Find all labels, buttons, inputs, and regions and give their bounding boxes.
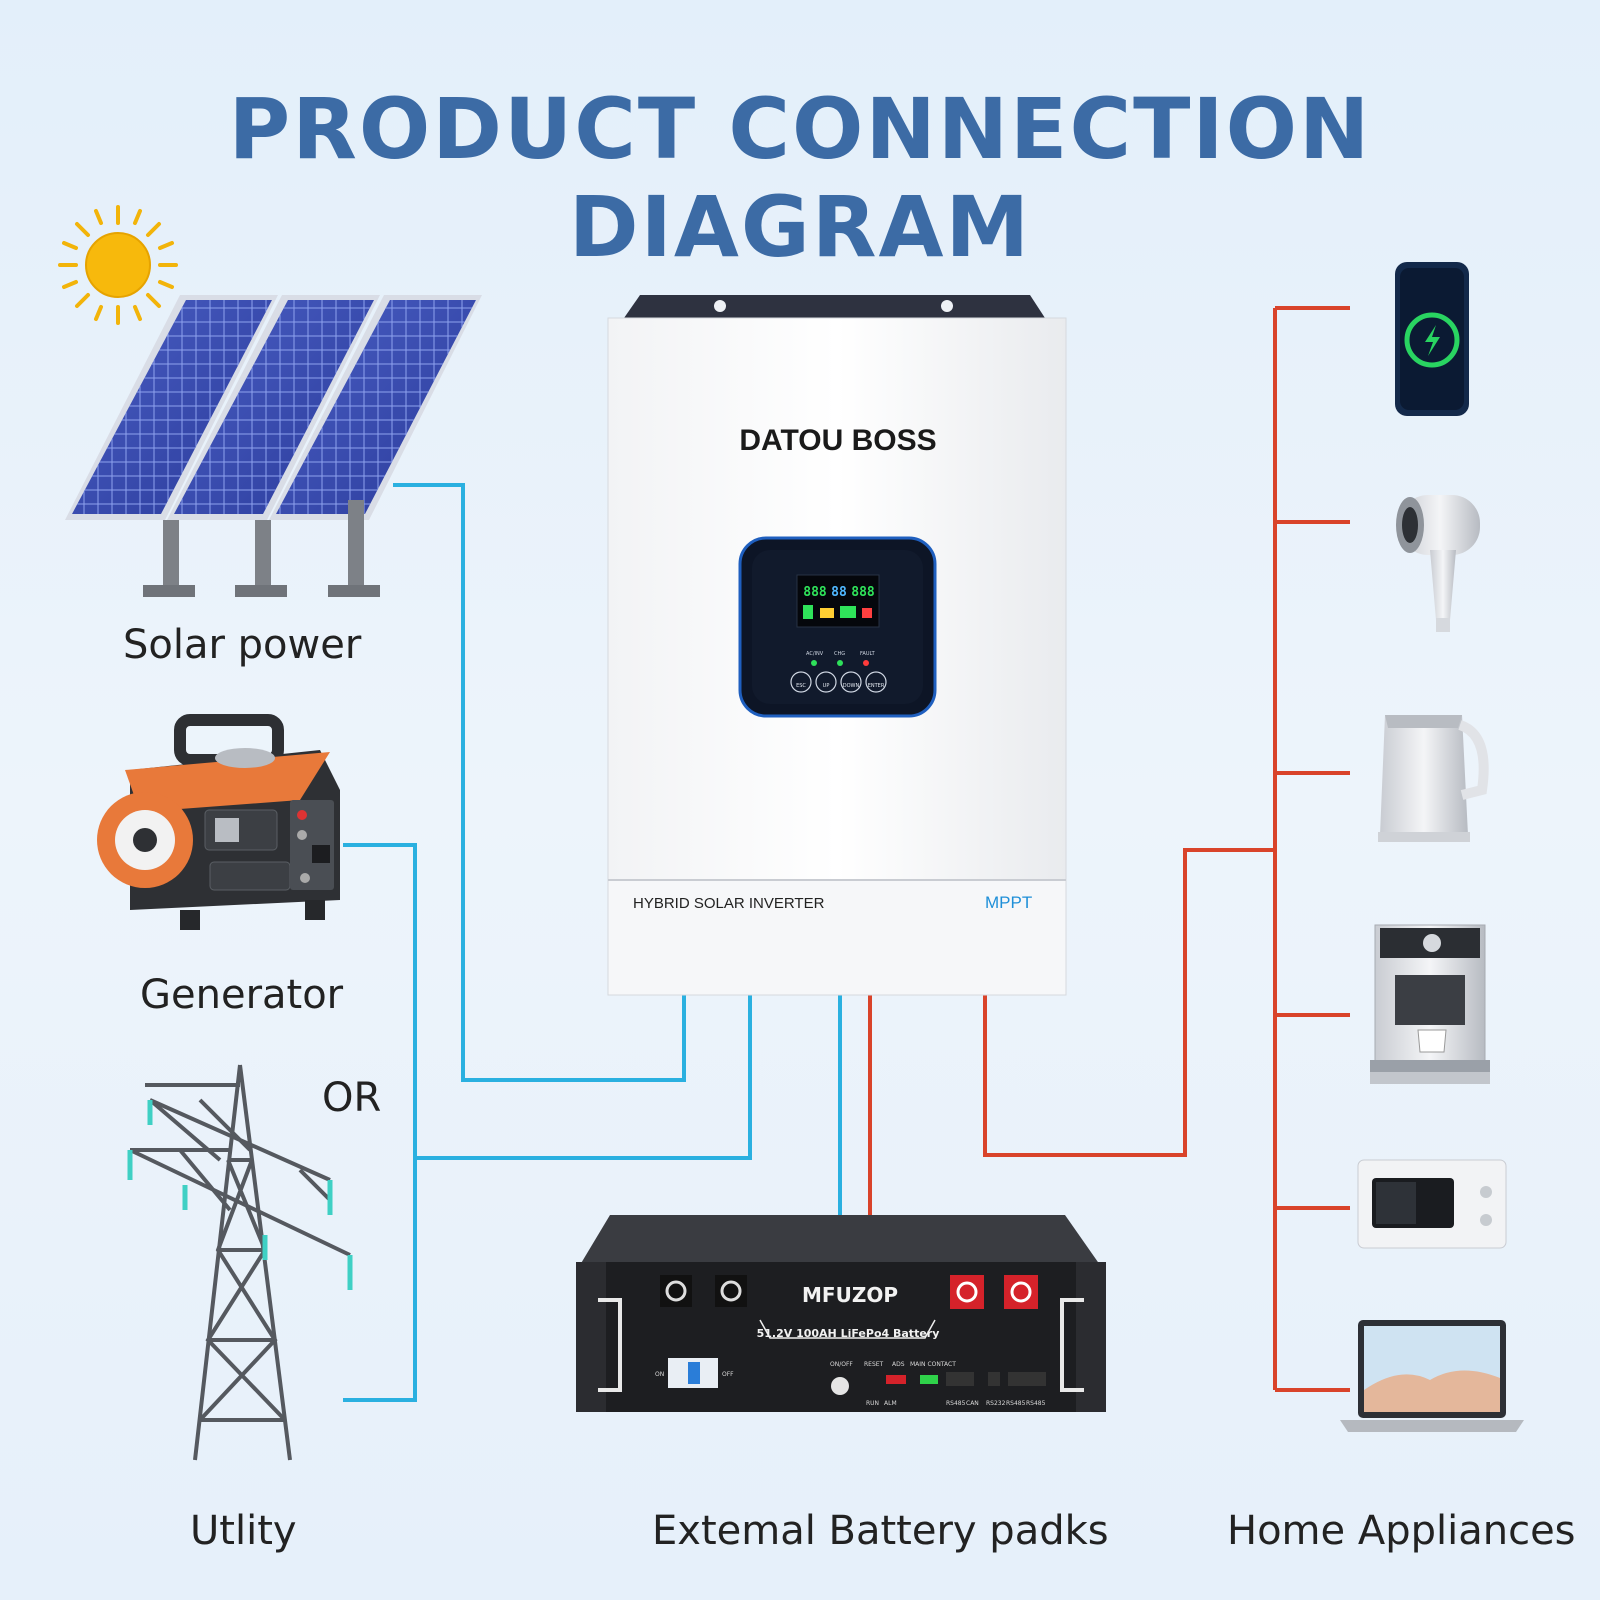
indicator-ac-inv: AC/INV xyxy=(806,651,824,657)
negative-terminals xyxy=(660,1275,747,1307)
inverter-unit: DATOU BOSS 888 88 888 AC/INV CHG FAULT E… xyxy=(607,295,1067,996)
generator-icon xyxy=(97,714,340,930)
breaker-off-label: OFF xyxy=(722,1371,734,1378)
grid-line xyxy=(415,995,752,1160)
ads-label: ADS xyxy=(892,1361,905,1368)
solar-panel xyxy=(269,295,482,597)
solar-panel xyxy=(65,295,278,597)
sun-icon xyxy=(58,205,178,325)
port-rs485b-label: RS485 xyxy=(1006,1400,1026,1407)
positive-terminals xyxy=(950,1275,1038,1309)
port-rs485-label: RS485 xyxy=(946,1400,966,1407)
onoff-label: ON/OFF xyxy=(830,1361,853,1368)
battery-caption: Extemal Battery padks xyxy=(652,1508,1109,1554)
laptop-icon xyxy=(1340,1320,1524,1432)
main-contact-label: MAIN CONTACT xyxy=(910,1361,956,1368)
inverter-model: HYBRID SOLAR INVERTER xyxy=(633,895,825,912)
lcd-digits-mid: 88 xyxy=(831,585,847,600)
battery-pack: MFUZOP 51.2V 100AH LiFePo4 Battery ON OF… xyxy=(576,1215,1106,1412)
led-fault xyxy=(863,660,869,666)
enter-button-label: ENTER xyxy=(868,683,885,689)
inverter-feature: MPPT xyxy=(985,893,1032,912)
esc-button-label: ESC xyxy=(796,683,806,689)
transmission-tower-icon xyxy=(127,1064,353,1461)
esc-button[interactable] xyxy=(790,671,812,693)
battery-model: 51.2V 100AH LiFePo4 Battery xyxy=(757,1327,940,1340)
microwave-icon xyxy=(1357,1159,1507,1249)
breaker-on-label: ON xyxy=(655,1371,664,1378)
solar-line xyxy=(393,483,686,1082)
led-chg xyxy=(837,660,843,666)
battery-brand: MFUZOP xyxy=(802,1283,898,1307)
reset-label: RESET xyxy=(864,1361,884,1368)
phone-icon xyxy=(1395,262,1469,416)
utility-label: Utlity xyxy=(190,1508,297,1554)
solar-panels-icon xyxy=(65,295,482,597)
up-button-label: UP xyxy=(823,683,830,689)
inverter-brand: DATOU BOSS xyxy=(739,424,936,457)
down-button-label: DOWN xyxy=(843,683,860,689)
generator-line xyxy=(343,843,417,1402)
enter-button[interactable] xyxy=(865,671,887,693)
solar-power-label: Solar power xyxy=(123,622,362,668)
lcd-digits-right: 888 xyxy=(851,585,875,600)
diagram-title: PRODUCT CONNECTION DIAGRAM xyxy=(228,80,1372,276)
solar-panel xyxy=(167,295,380,597)
appliances-caption: Home Appliances xyxy=(1227,1508,1576,1554)
ac-lines xyxy=(868,306,1350,1392)
lcd-display xyxy=(796,574,880,628)
lcd-digits-left: 888 xyxy=(803,585,827,600)
port-rs485c-label: RS485 xyxy=(1026,1400,1046,1407)
load-output-line xyxy=(983,848,1275,1157)
up-button[interactable] xyxy=(815,671,837,693)
kettle-icon xyxy=(1378,715,1489,842)
hair-dryer-icon xyxy=(1396,495,1480,632)
battery-power-button[interactable] xyxy=(831,1377,849,1395)
or-label: OR xyxy=(322,1075,382,1121)
port-can-label: CAN xyxy=(966,1400,979,1407)
port-rs232-label: RS232 xyxy=(986,1400,1006,1407)
dc-lines xyxy=(343,483,842,1402)
coffee-machine-icon xyxy=(1370,924,1490,1084)
led-ac-inv xyxy=(811,660,817,666)
down-button[interactable] xyxy=(840,671,862,693)
run-label: RUN xyxy=(866,1400,879,1407)
indicator-chg: CHG xyxy=(834,651,845,657)
indicator-fault: FAULT xyxy=(860,651,876,657)
alm-label: ALM xyxy=(884,1400,897,1407)
generator-label: Generator xyxy=(140,972,344,1018)
